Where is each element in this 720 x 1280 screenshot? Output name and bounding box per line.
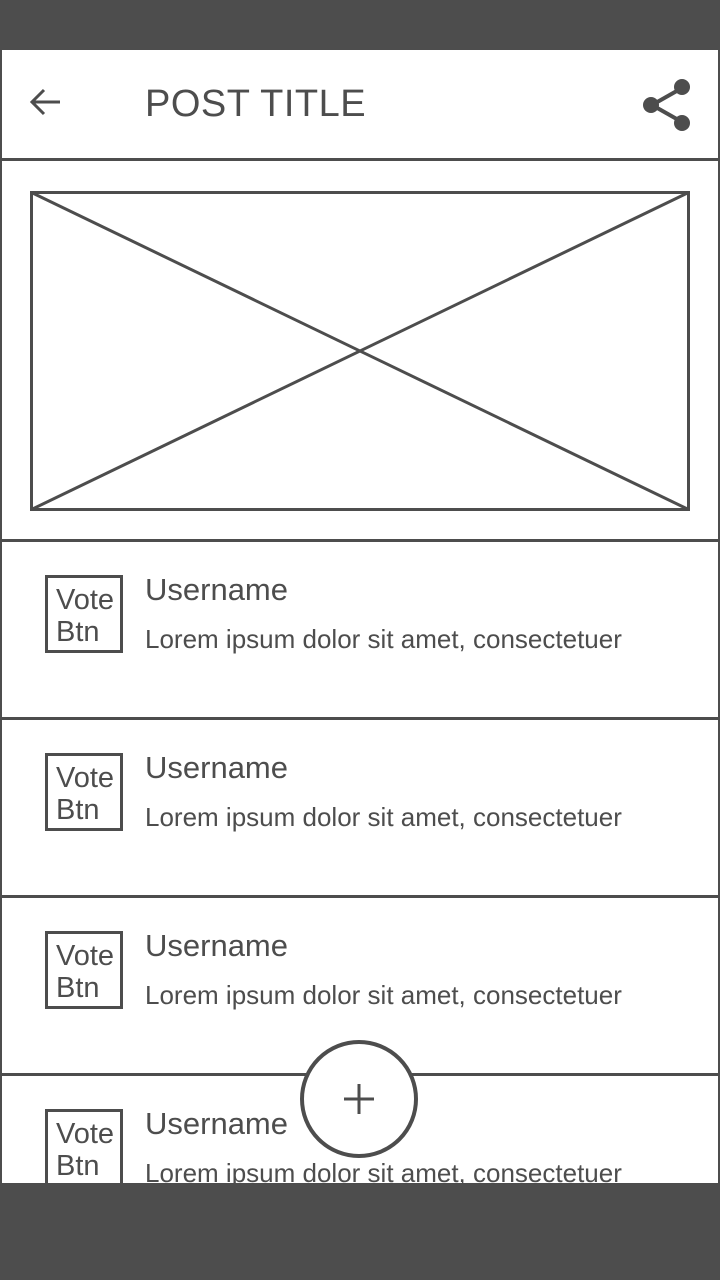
post-image-section [0,161,720,542]
comment-username[interactable]: Username [145,1106,288,1141]
vote-button[interactable]: Vote Btn [45,753,123,831]
vote-button-label: Vote [56,762,115,794]
comment-username[interactable]: Username [145,750,288,785]
comment-text: Lorem ipsum dolor sit amet, consectetuer [145,980,622,1010]
share-icon [643,79,690,131]
comment-item: Vote Btn Username Lorem ipsum dolor sit … [0,542,720,720]
comment-text: Lorem ipsum dolor sit amet, consectetuer [145,1158,622,1183]
content-area: POST TITLE Vote Btn [0,50,720,1183]
vote-button-label: Vote [56,1118,115,1150]
comment-username[interactable]: Username [145,928,288,963]
vote-button-label: Vote [56,584,115,616]
vote-button[interactable]: Vote Btn [45,1109,123,1183]
comment-username[interactable]: Username [145,572,288,607]
comment-item: Vote Btn Username Lorem ipsum dolor sit … [0,720,720,898]
status-bar [0,0,720,50]
app-bar: POST TITLE [0,50,720,161]
comment-text: Lorem ipsum dolor sit amet, consectetuer [145,624,622,654]
back-button[interactable] [26,82,70,126]
vote-button-label: Btn [56,972,100,1004]
add-comment-button[interactable] [300,1040,418,1158]
comment-text: Lorem ipsum dolor sit amet, consectetuer [145,802,622,832]
arrow-left-icon [29,88,60,116]
vote-button-label: Btn [56,794,100,826]
plus-icon [300,1040,418,1158]
vote-button[interactable]: Vote Btn [45,575,123,653]
page-title: POST TITLE [145,83,367,125]
share-button[interactable] [638,76,696,134]
vote-button-label: Vote [56,940,115,972]
vote-button-label: Btn [56,616,100,648]
image-placeholder-icon [30,191,690,511]
vote-button-label: Btn [56,1150,100,1182]
vote-button[interactable]: Vote Btn [45,931,123,1009]
navigation-bar [0,1183,720,1280]
